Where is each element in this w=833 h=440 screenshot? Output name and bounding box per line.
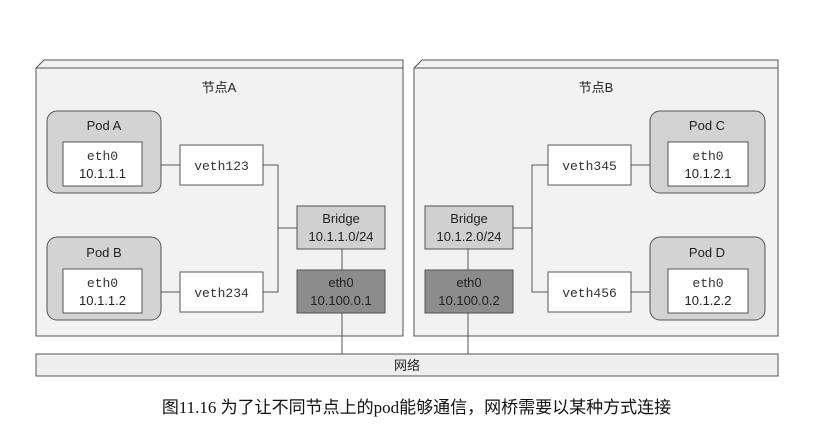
- eth0-b: [424, 269, 514, 314]
- veth123-label: veth123: [194, 159, 249, 174]
- pod-a-eth-box: [62, 141, 143, 187]
- veth456-label: veth456: [562, 286, 617, 301]
- pod-d-iface: eth0: [692, 276, 723, 291]
- pod-c-iface: eth0: [692, 149, 723, 164]
- node-b-title: 节点B: [579, 80, 614, 95]
- pod-a-ip: 10.1.1.1: [79, 166, 126, 181]
- eth0-a: [296, 269, 386, 314]
- veth234-label: veth234: [194, 286, 249, 301]
- veth345-label: veth345: [562, 159, 617, 174]
- veth345-box: [547, 144, 632, 186]
- eth0-a-ip: 10.100.0.1: [310, 293, 371, 308]
- pod-d-name: Pod D: [689, 245, 725, 260]
- eth0-a-label: eth0: [328, 275, 353, 290]
- veth234-box: [179, 271, 264, 313]
- pod-c-ip: 10.1.2.1: [685, 166, 732, 181]
- pod-b-ip: 10.1.1.2: [79, 293, 126, 308]
- eth0-b-ip: 10.100.0.2: [438, 293, 499, 308]
- network-bar: [35, 353, 779, 377]
- pod-b-name: Pod B: [86, 245, 121, 260]
- pod-a-name: Pod A: [87, 118, 122, 133]
- veth456-box: [547, 271, 632, 313]
- node-a-title: 节点A: [202, 80, 237, 95]
- pod-c-eth-box: [667, 141, 749, 187]
- veth123-box: [179, 144, 264, 186]
- bridge-a: [296, 205, 386, 250]
- bridge-b-cidr: 10.1.2.0/24: [436, 229, 501, 244]
- bridge-b: [424, 205, 514, 250]
- figure-caption: 图11.16 为了让不同节点上的pod能够通信，网桥需要以某种方式连接: [161, 398, 672, 417]
- pod-b-eth-box: [62, 268, 143, 314]
- bridge-a-cidr: 10.1.1.0/24: [308, 229, 373, 244]
- network-label: 网络: [394, 358, 420, 373]
- bridge-a-label: Bridge: [322, 211, 360, 226]
- pod-c-name: Pod C: [689, 118, 725, 133]
- pod-b-iface: eth0: [87, 276, 118, 291]
- pod-d-ip: 10.1.2.2: [685, 293, 732, 308]
- eth0-b-label: eth0: [456, 275, 481, 290]
- pod-d-eth-box: [667, 268, 749, 314]
- bridge-b-label: Bridge: [450, 211, 488, 226]
- pod-a-iface: eth0: [87, 149, 118, 164]
